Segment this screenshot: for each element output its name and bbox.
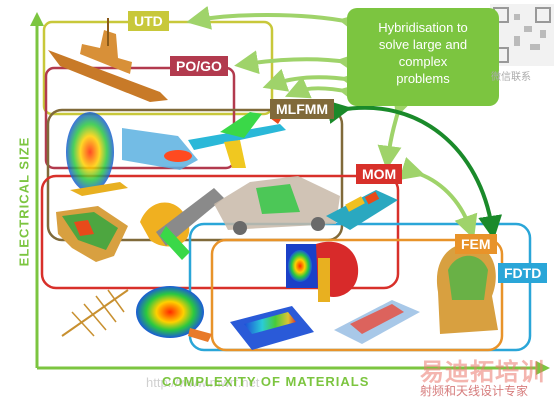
antenna-pattern-thumbnail — [140, 188, 224, 260]
method-label-mlfmm: MLFMM — [270, 99, 335, 119]
y-axis-arrowhead — [30, 12, 44, 26]
hybrid-arrow-mlfmm-1 — [284, 76, 365, 107]
hybrid-arrow-mom-fem — [398, 156, 478, 240]
pcb-thumbnail — [230, 306, 314, 350]
field-pattern-thumbnail — [122, 128, 198, 170]
human-head-thumbnail — [436, 243, 498, 334]
method-label-mom: MOM — [356, 164, 403, 184]
patch-array-thumbnail — [334, 300, 420, 344]
fem-region — [210, 238, 504, 352]
method-label-fem: FEM — [455, 234, 497, 254]
hybridisation-callout: Hybridisation to solve large and complex… — [347, 8, 499, 106]
x-axis-arrowhead — [536, 361, 550, 375]
callout-line-3: complex — [398, 54, 448, 69]
hybrid-arrow-mlfmm-2 — [262, 68, 366, 94]
horn-antenna-thumbnail — [286, 244, 318, 288]
watermark-tagline: 射频和天线设计专家 — [420, 384, 529, 398]
callout-line-4: problems — [396, 71, 450, 86]
car-thumbnail — [214, 176, 340, 235]
callout-line-2: solve large and — [378, 37, 468, 52]
x-axis-label: COMPLEXITY OF MATERIALS — [162, 374, 370, 389]
method-label-pogo: PO/GO — [170, 56, 228, 76]
qr-caption: 微信联系 — [491, 72, 531, 83]
hybrid-arrow-pogo — [234, 50, 362, 76]
watermark-url: http://www.mwrf.net — [146, 375, 260, 390]
y-axis-label: ELECTRICAL SIZE — [16, 136, 32, 267]
hybrid-arrow-utd — [186, 5, 365, 37]
hybrid-arrow-mlfmm-fem — [326, 100, 503, 240]
reflector-antenna-thumbnail — [66, 112, 128, 196]
log-periodic-antenna-thumbnail — [61, 289, 129, 337]
ship-thumbnail — [48, 18, 168, 102]
callout-line-1: Hybridisation to — [378, 20, 468, 35]
building-thumbnail — [56, 206, 128, 262]
watermark-brand: 易迪拓培训 — [420, 358, 545, 386]
head-phone-thumbnail — [316, 241, 359, 302]
pogo-region — [44, 66, 236, 170]
method-label-fdtd: FDTD — [498, 263, 548, 283]
radiation-sphere-thumbnail — [136, 286, 212, 342]
method-label-utd: UTD — [128, 11, 169, 31]
qr-code — [490, 4, 554, 66]
